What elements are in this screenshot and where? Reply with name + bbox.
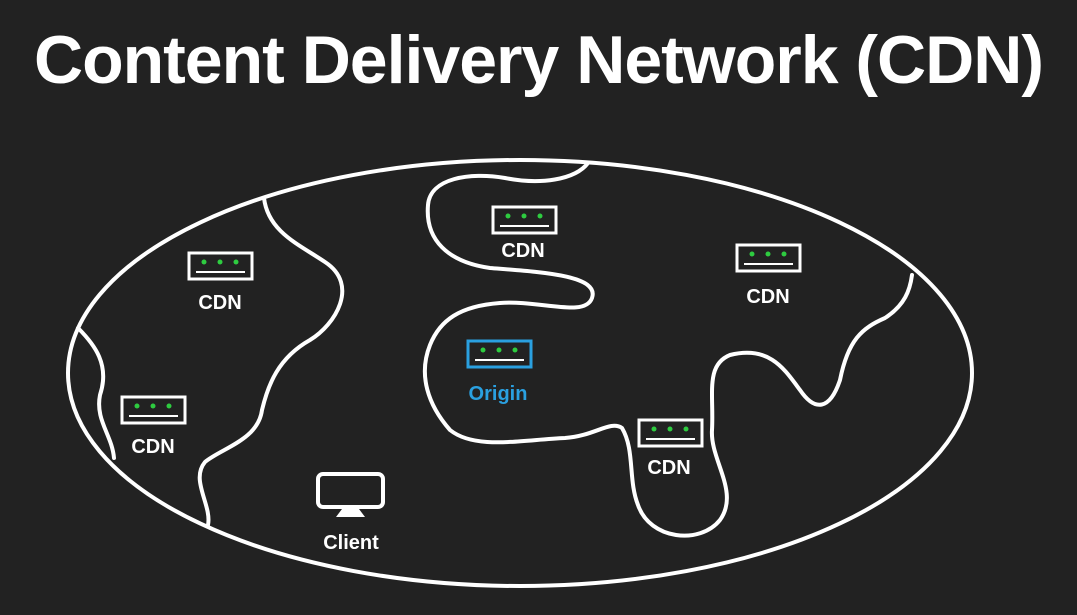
region-border-far-left <box>76 326 116 460</box>
cdn-label: CDN <box>131 436 174 458</box>
diagram-title: Content Delivery Network (CDN) <box>33 22 1044 98</box>
cdn-node-right-upper: CDN <box>735 243 802 308</box>
cdn-label: CDN <box>746 286 789 308</box>
cdn-label: CDN <box>647 457 690 479</box>
server-icon <box>466 339 533 369</box>
world-outline <box>66 158 974 588</box>
server-icon <box>491 205 558 235</box>
cdn-node-top-center: CDN <box>491 205 558 262</box>
client-node: Client <box>316 472 385 554</box>
server-icon <box>637 418 704 448</box>
region-border-top-center <box>422 161 914 538</box>
cdn-label: CDN <box>198 292 241 314</box>
origin-node: Origin <box>466 339 533 405</box>
cdn-node-left-lower: CDN <box>120 395 187 458</box>
cdn-node-right-lower: CDN <box>637 418 704 479</box>
region-border-left <box>197 196 345 527</box>
cdn-label: CDN <box>501 240 544 262</box>
monitor-icon <box>316 472 385 517</box>
server-icon <box>735 243 802 273</box>
client-label: Client <box>323 532 379 554</box>
cdn-node-left-upper: CDN <box>187 251 254 314</box>
server-icon <box>120 395 187 425</box>
origin-label: Origin <box>469 383 528 405</box>
server-icon <box>187 251 254 281</box>
